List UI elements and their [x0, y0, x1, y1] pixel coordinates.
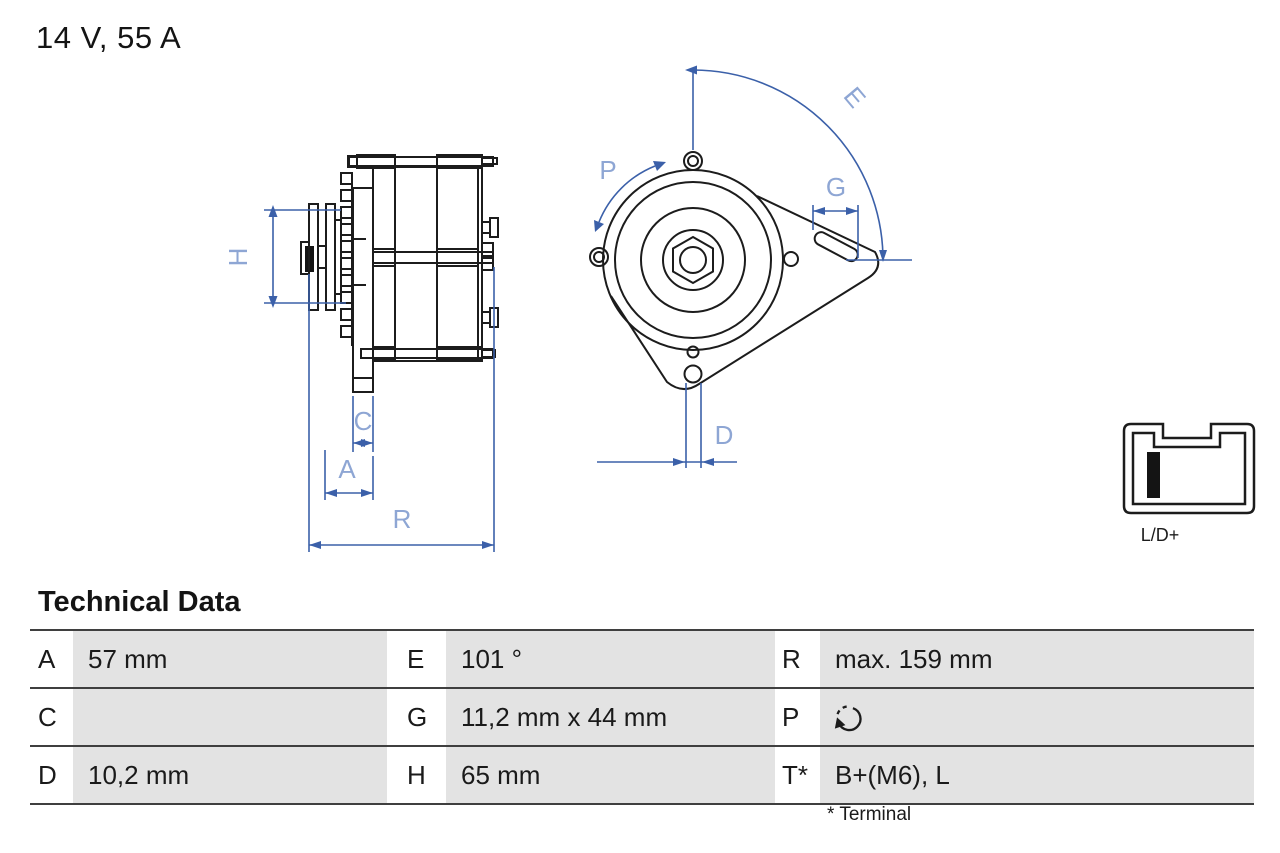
spec-key-cell: H: [387, 747, 446, 803]
shaft-nut: [672, 235, 714, 285]
dimension-labels: H C A R E G P D: [223, 81, 872, 534]
dim-label-d: D: [715, 420, 734, 450]
technical-drawing: H C A R E G P D L/D+: [223, 65, 1256, 552]
side-view: [300, 154, 499, 393]
dim-label-g: G: [826, 172, 846, 202]
spec-key-cell: R: [775, 631, 820, 687]
technical-data-table: A 57 mm E 101 ° R max. 159 mm C G 11,2 m…: [30, 629, 1254, 805]
spec-key-cell: T*: [775, 747, 820, 803]
dim-label-h: H: [223, 248, 253, 267]
spec-value-cell: [820, 689, 1254, 745]
spec-key-cell: D: [30, 747, 73, 803]
spec-value-cell: 65 mm: [446, 747, 775, 803]
spec-value-cell: B+(M6), L: [820, 747, 1254, 803]
terminal-footnote: * Terminal: [827, 804, 912, 825]
connector-blade: [1147, 452, 1160, 498]
dimension-arrowheads: [268, 65, 887, 549]
dim-label-e: E: [838, 81, 872, 114]
fan-teeth: [340, 172, 353, 338]
spec-value-cell: 57 mm: [73, 631, 387, 687]
spec-key-cell: G: [387, 689, 446, 745]
dim-label-p: P: [599, 155, 616, 185]
table-row: C G 11,2 mm x 44 mm P: [30, 689, 1254, 747]
rotation-direction-icon: [834, 704, 862, 731]
spec-value-cell: max. 159 mm: [820, 631, 1254, 687]
dim-label-a: A: [338, 454, 356, 484]
spec-key-cell: E: [387, 631, 446, 687]
spec-value-cell: 101 °: [446, 631, 775, 687]
dim-label-c: C: [354, 406, 373, 436]
technical-data-heading: Technical Data: [38, 586, 241, 618]
spec-value-cell: [73, 689, 387, 745]
spec-value-cell: 10,2 mm: [73, 747, 387, 803]
table-row: D 10,2 mm H 65 mm T* B+(M6), L: [30, 747, 1254, 805]
spec-key-cell: P: [775, 689, 820, 745]
table-row: A 57 mm E 101 ° R max. 159 mm: [30, 631, 1254, 689]
spec-key-cell: C: [30, 689, 73, 745]
connector-label: L/D+: [1141, 525, 1180, 545]
front-view: [589, 151, 880, 390]
dim-label-r: R: [393, 504, 412, 534]
product-title: 14 V, 55 A: [36, 20, 182, 55]
spec-value-cell: 11,2 mm x 44 mm: [446, 689, 775, 745]
connector-diagram: [1122, 422, 1256, 515]
spec-key-cell: A: [30, 631, 73, 687]
